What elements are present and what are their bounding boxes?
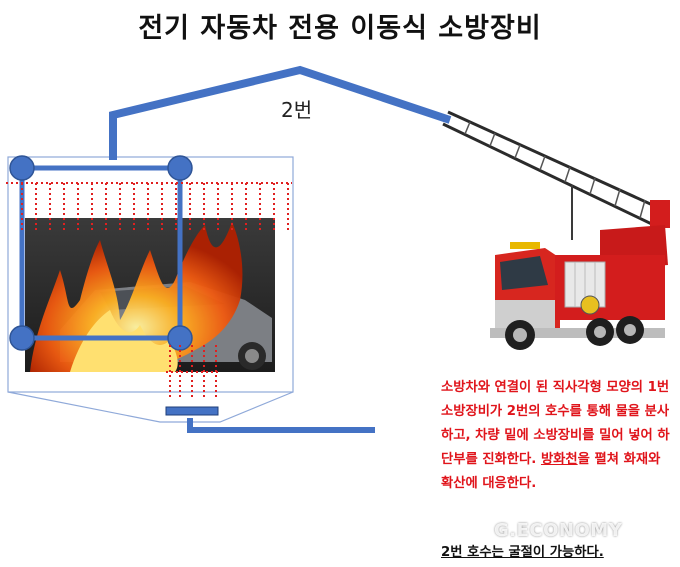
description-text: 소방차와 연결이 된 직사각형 모양의 1번 소방장비가 2번의 호수를 통해 …: [441, 376, 673, 496]
burning-car-photo: [25, 218, 275, 372]
lower-hose: [187, 418, 375, 433]
hose-2: [109, 65, 452, 160]
description-part2: 을 펼쳐 화재와 확산에 대응한다.: [441, 452, 661, 491]
page-title: 전기 자동차 전용 이동식 소방장비: [138, 13, 542, 44]
hose-note: 2번 호수는 굴절이 가능하다.: [441, 545, 604, 560]
fire-blanket-term: 방화천: [540, 452, 578, 467]
under-car-device: [165, 406, 219, 416]
water-spray: [6, 182, 292, 400]
fire-equipment-frame-1: [9, 155, 193, 351]
hose-2-label: 2번: [281, 98, 313, 122]
description-part1: 소방차와 연결이 된 직사각형 모양의 1번 소방장비가 2번의 호수를 통해 …: [441, 380, 670, 467]
watermark-logo: G.ECONOMY: [494, 520, 623, 541]
fire-truck-image: [442, 110, 670, 350]
